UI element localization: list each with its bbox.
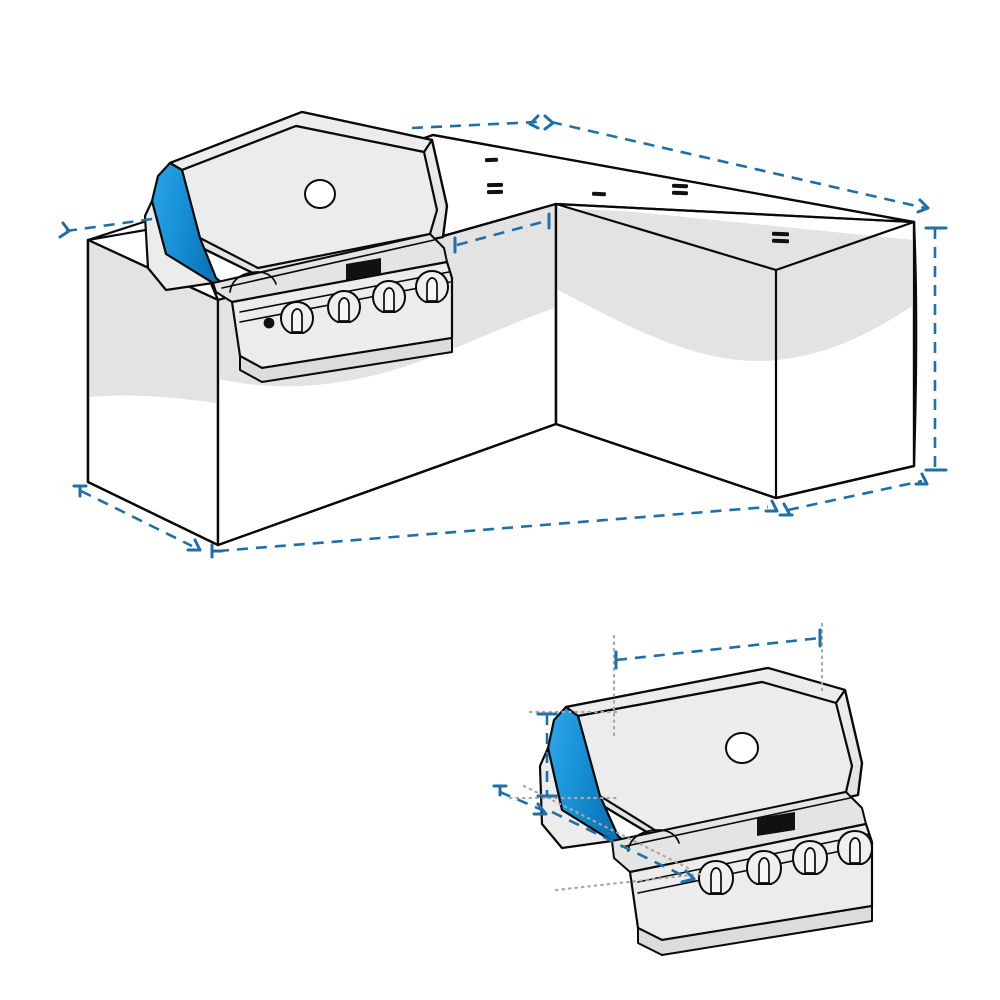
control-panel-black-badge bbox=[346, 258, 381, 280]
front-left-base-dimension bbox=[72, 484, 202, 552]
seam-tick bbox=[671, 190, 689, 196]
figure2-dimensions bbox=[492, 622, 824, 892]
grill-height-dimension bbox=[536, 712, 558, 798]
control-knob[interactable] bbox=[280, 301, 314, 334]
seam-tick bbox=[771, 231, 790, 237]
control-knob[interactable] bbox=[327, 290, 361, 323]
control-panel-black-badge bbox=[757, 812, 795, 836]
grill-detail-bottom-rail bbox=[637, 905, 873, 956]
grill-width-dimension bbox=[614, 628, 822, 670]
control-knob[interactable] bbox=[746, 850, 782, 885]
control-knob[interactable] bbox=[837, 830, 873, 865]
back-length-dimension bbox=[411, 114, 540, 130]
figure-grill-detail bbox=[492, 622, 874, 956]
control-knob[interactable] bbox=[792, 840, 828, 875]
control-knob-group bbox=[280, 270, 449, 334]
extension-line-depth-lower bbox=[554, 872, 702, 892]
right-end-base-dimension bbox=[778, 472, 929, 517]
inner-corner-depth-dimension bbox=[453, 212, 551, 254]
seam-tick bbox=[486, 189, 504, 195]
cover-left-end-shading bbox=[88, 240, 218, 404]
seam-tick bbox=[484, 157, 499, 163]
grill-lid-left-wedge bbox=[143, 199, 215, 292]
built-in-grill bbox=[143, 110, 454, 383]
seam-tick bbox=[486, 182, 504, 188]
ignition-button[interactable] bbox=[263, 317, 275, 329]
extension-line-depth-upper bbox=[522, 784, 694, 872]
grill-base-depth-dimension bbox=[551, 810, 696, 884]
grill-depth-dimension bbox=[492, 784, 548, 816]
grill-detail-left-wedge bbox=[538, 746, 614, 850]
figure1-dimensions bbox=[58, 114, 948, 559]
built-in-grill-detail-body bbox=[538, 666, 874, 956]
seam-tick bbox=[591, 191, 607, 197]
control-knob[interactable] bbox=[415, 270, 449, 303]
control-knob[interactable] bbox=[372, 280, 406, 313]
seam-tick bbox=[671, 183, 689, 189]
lid-vent-hole bbox=[304, 179, 336, 209]
figure-l-shaped-island bbox=[58, 110, 948, 559]
cover-right-block-shading bbox=[558, 208, 912, 361]
lid-vent-hole bbox=[725, 732, 759, 764]
seam-tick bbox=[771, 238, 790, 244]
control-knob[interactable] bbox=[698, 860, 734, 895]
grill-bottom-rail bbox=[239, 337, 453, 383]
island-cover bbox=[86, 133, 918, 547]
control-knob-group bbox=[698, 830, 873, 895]
back-right-length-dimension bbox=[543, 114, 930, 214]
left-wing-top-dimension bbox=[58, 217, 153, 239]
height-dimension bbox=[924, 226, 948, 472]
front-long-base-dimension bbox=[210, 499, 779, 559]
cover-seam-tick-marks bbox=[484, 157, 790, 244]
